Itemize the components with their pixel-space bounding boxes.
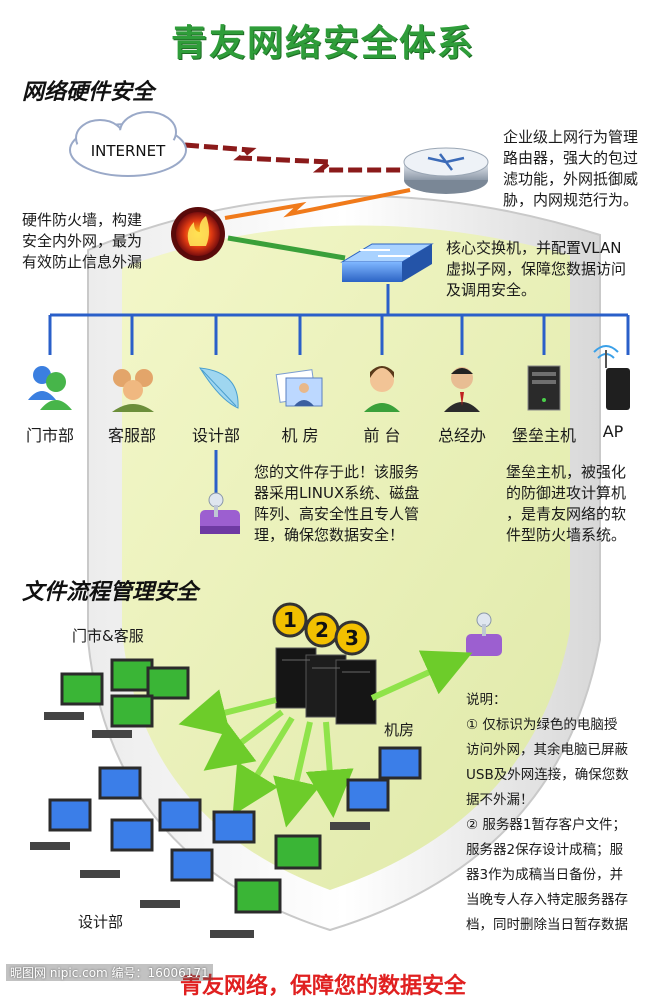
router-description: 企业级上网行为管理路由器，强大的包过滤功能，外网抵御威胁，内网规范行为。 xyxy=(503,128,639,209)
watermark: 昵图网 nipic.com 编号：16006171 xyxy=(6,964,213,981)
dept-label-machine-room: 机 房 xyxy=(281,426,319,445)
customer-service-icon xyxy=(112,369,154,412)
switch-icon xyxy=(340,243,434,282)
server-tower-icon xyxy=(527,365,561,411)
bastion-description: 堡垒主机，被强化的防御进攻计算机，是青友网络的软件型防火墙系统。 xyxy=(506,463,627,544)
page-title: 青友网络安全体系 xyxy=(170,23,475,64)
users-icon xyxy=(28,366,72,410)
dept-label-front-desk: 前 台 xyxy=(363,426,401,445)
photo-icon xyxy=(275,369,323,407)
server-number-badges xyxy=(272,602,370,656)
dept-label-ap: AP xyxy=(602,422,624,441)
department-bus xyxy=(48,284,630,355)
file-flow-arrows xyxy=(178,650,473,828)
server-description: 您的文件存于此！该服务器采用LINUX系统、磁盘阵列、高安全性且专人管理，确保您… xyxy=(254,463,420,544)
access-point-icon xyxy=(593,345,630,410)
key-icon xyxy=(200,492,240,534)
computer-group-store-service xyxy=(44,658,190,738)
group-label-design: 设计部 xyxy=(78,913,124,931)
dept-label-bastion: 堡垒主机 xyxy=(511,426,576,445)
firewall-icon xyxy=(171,207,225,261)
dept-label-store: 门市部 xyxy=(25,426,74,445)
server-number-3: 3 xyxy=(345,626,359,650)
server-number-1: 1 xyxy=(283,608,297,632)
server-cluster xyxy=(275,647,377,725)
internet-link xyxy=(184,142,410,173)
section-hardware-security: 网络硬件安全 xyxy=(22,80,155,105)
dept-label-gm-office: 总经办 xyxy=(437,426,486,445)
firewall-description: 硬件防火墙，构建安全内外网，最为有效防止信息外漏 xyxy=(22,211,143,271)
feather-icon xyxy=(199,367,239,409)
computer-group-machine-room xyxy=(330,746,422,830)
cloud-icon xyxy=(69,111,187,177)
firewall-router-link xyxy=(224,188,411,220)
server-number-2: 2 xyxy=(315,618,329,642)
dept-label-service: 客服部 xyxy=(107,426,156,445)
group-label-store-service: 门市&客服 xyxy=(72,627,144,645)
dept-label-design: 设计部 xyxy=(191,426,240,445)
firewall-switch-link xyxy=(227,235,346,261)
section-file-process-security: 文件流程管理安全 xyxy=(22,580,199,605)
router-icon xyxy=(403,147,489,194)
computer-group-design xyxy=(30,766,322,938)
manager-icon xyxy=(444,367,480,412)
group-label-machine-room: 机房 xyxy=(384,721,415,739)
internet-label: INTERNET xyxy=(91,142,166,160)
key-icon-secondary xyxy=(466,612,502,656)
receptionist-icon xyxy=(364,366,400,412)
